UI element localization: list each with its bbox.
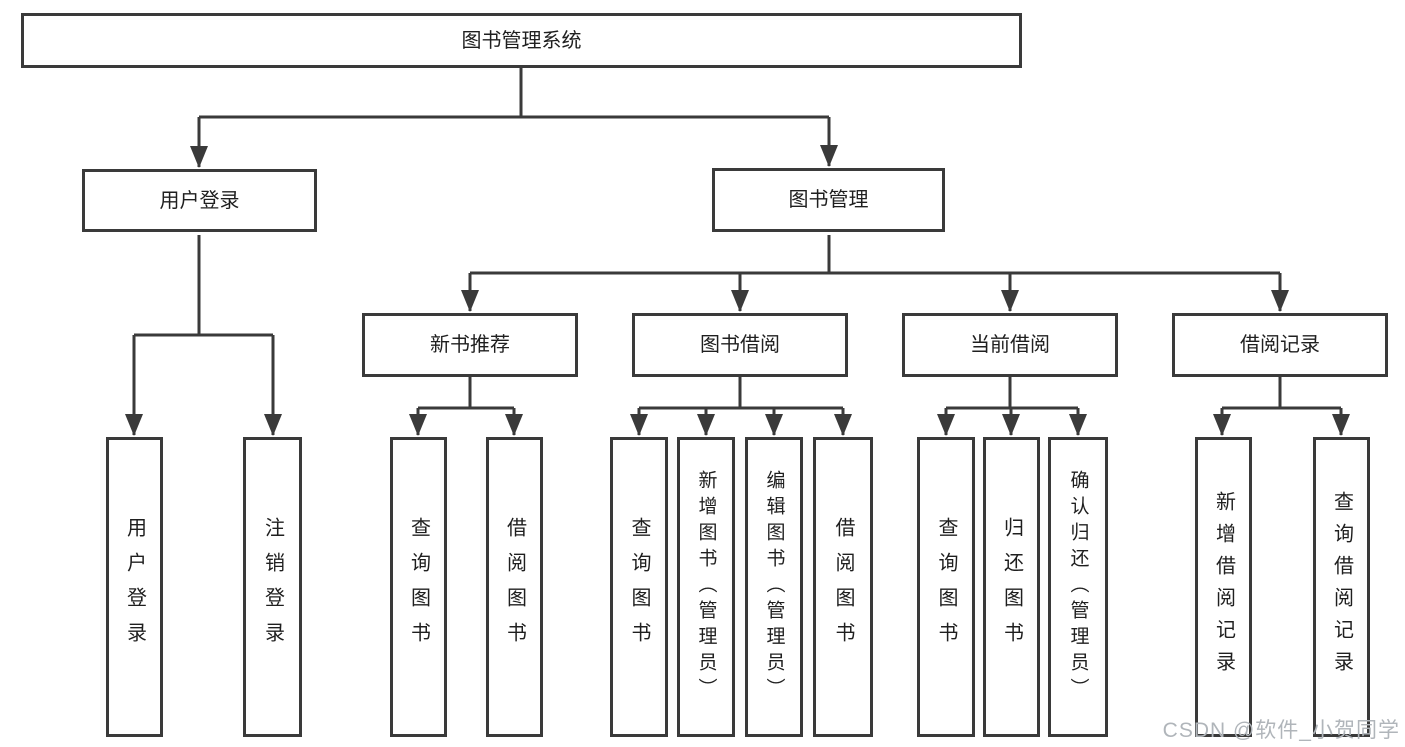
node-book-management: 图书管理 [712, 168, 945, 232]
node-leaf-query-books-current: 查询图书 [917, 437, 975, 737]
node-leaf-borrow-books-recommend: 借阅图书 [486, 437, 543, 737]
node-current-borrowing: 当前借阅 [902, 313, 1118, 377]
node-new-book-recommend: 新书推荐 [362, 313, 578, 377]
node-leaf-return-books: 归还图书 [983, 437, 1040, 737]
node-leaf-borrow-books: 借阅图书 [813, 437, 873, 737]
node-leaf-query-books-recommend: 查询图书 [390, 437, 447, 737]
node-leaf-query-books-borrow: 查询图书 [610, 437, 668, 737]
node-leaf-user-login: 用户登录 [106, 437, 163, 737]
node-leaf-query-borrow-record: 查询借阅记录 [1313, 437, 1370, 737]
node-root-library-system: 图书管理系统 [21, 13, 1022, 68]
node-leaf-confirm-return-admin: 确认归还（管理员） [1048, 437, 1108, 737]
node-book-borrowing: 图书借阅 [632, 313, 848, 377]
node-leaf-logout-login: 注销登录 [243, 437, 302, 737]
node-leaf-edit-books-admin: 编辑图书（管理员） [745, 437, 803, 737]
csdn-watermark: CSDN @软件_小贺同学 [1162, 719, 1400, 742]
node-user-login: 用户登录 [82, 169, 317, 232]
node-leaf-add-books-admin: 新增图书（管理员） [677, 437, 735, 737]
node-borrow-records: 借阅记录 [1172, 313, 1388, 377]
node-leaf-add-borrow-record: 新增借阅记录 [1195, 437, 1252, 737]
